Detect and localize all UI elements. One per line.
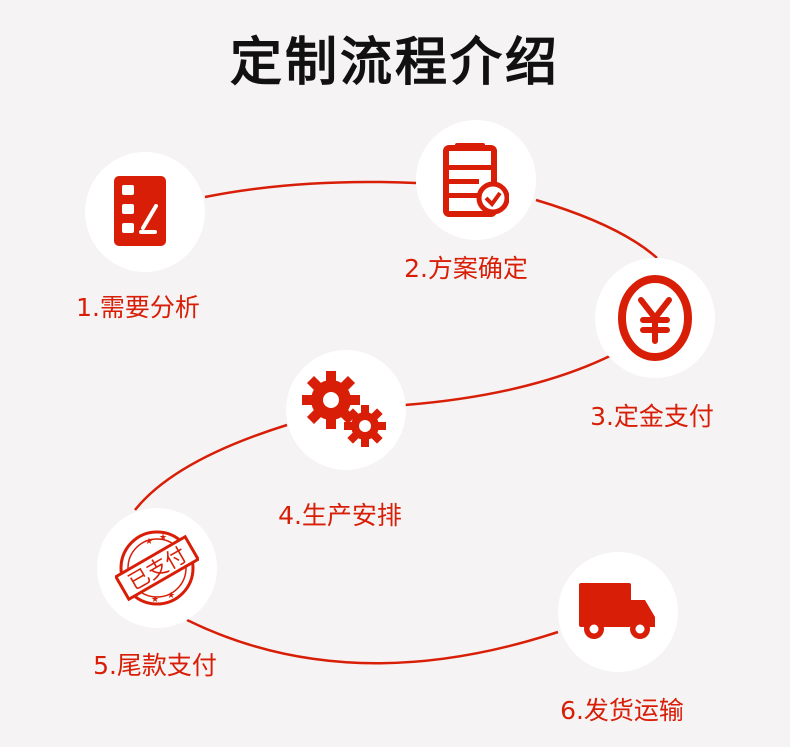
connector-2-3 [535,198,658,259]
paid-stamp-icon: 已支付 ★★★★ [115,530,199,606]
connector-3-4 [404,353,613,407]
step-3-label: 3.定金支付 [590,402,714,431]
step-4-node [286,350,406,470]
svg-text:★: ★ [145,537,153,547]
step-5-label: 5.尾款支付 [93,651,217,680]
step-2-label: 2.方案确定 [404,254,528,283]
svg-text:★: ★ [151,595,159,605]
clipboard-check-icon [443,143,509,217]
gears-icon [302,371,386,447]
step-4-label: 4.生产安排 [278,501,402,530]
connector-4-5 [134,423,288,511]
step-1-node [85,152,205,272]
truck-icon [579,583,655,639]
page-title: 定制流程介绍 [229,33,560,93]
yen-coin-icon [618,275,692,361]
step-6-label: 6.发货运输 [560,696,684,725]
svg-text:★: ★ [159,533,167,543]
connector-5-6 [186,618,559,665]
step-1-label: 1.需要分析 [76,293,200,322]
checklist-edit-icon [114,176,166,246]
step-5-node: 已支付 ★★★★ [97,508,217,628]
step-6-node [558,552,678,672]
step-2-node [416,120,536,240]
step-3-node [595,258,715,378]
svg-text:★: ★ [167,591,175,601]
connector-1-2 [204,180,417,199]
